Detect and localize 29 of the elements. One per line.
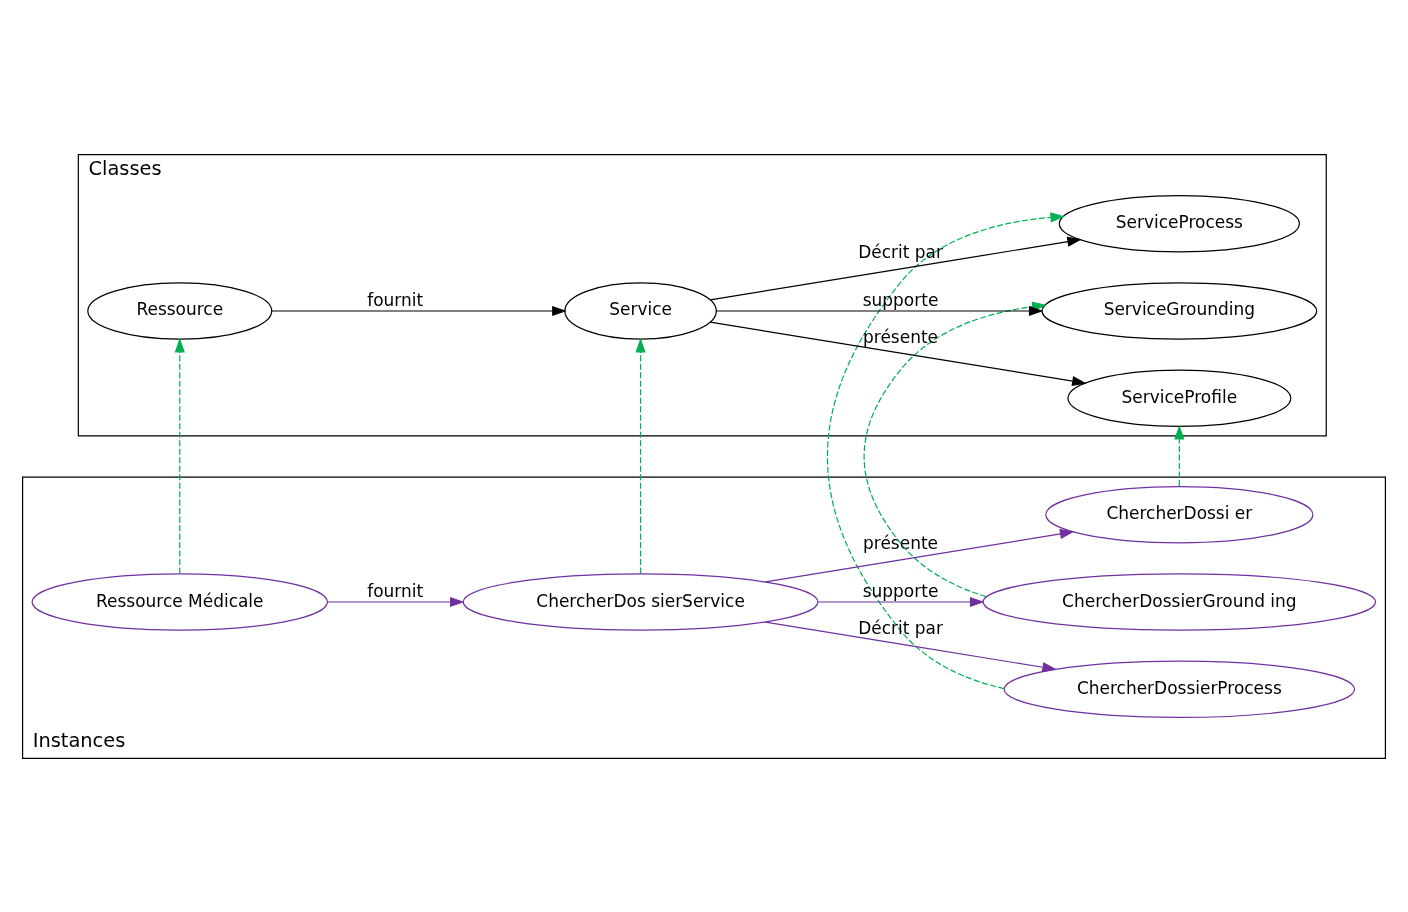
arrow — [635, 337, 646, 574]
edge-label: Décrit par — [858, 617, 943, 638]
arrow — [174, 337, 185, 574]
edge-label: fournit — [367, 289, 424, 310]
node-ellipse: ServiceGrounding — [1041, 281, 1318, 340]
arrow — [1174, 424, 1185, 487]
node-ellipse: ChercherDossi er — [1045, 485, 1314, 543]
edge-label: Décrit par — [858, 241, 943, 262]
arrow — [764, 621, 1057, 672]
arrow — [270, 305, 567, 316]
node-ellipse: ChercherDos sierService — [462, 572, 819, 631]
node-ellipse: ServiceProfile — [1067, 369, 1292, 427]
arrow — [764, 528, 1075, 582]
arrow — [715, 305, 1044, 316]
node-ellipse: Service — [564, 281, 717, 340]
edge-label: présente — [863, 326, 939, 347]
node-ellipse: ChercherDossierGround ing — [982, 572, 1377, 631]
edge-label: supporte — [862, 580, 939, 601]
node-ellipse: ServiceProcess — [1058, 194, 1300, 252]
edge-label: présente — [863, 532, 939, 553]
edge-label: fournit — [367, 580, 424, 601]
arrow — [826, 211, 1065, 689]
edge-label: supporte — [862, 289, 939, 310]
arrow — [709, 321, 1087, 386]
node-ellipse: Ressource — [87, 281, 273, 340]
arrow — [817, 596, 985, 607]
node-ellipse: Ressource Médicale — [31, 572, 328, 631]
arrow — [326, 596, 465, 607]
arrow — [709, 236, 1082, 300]
